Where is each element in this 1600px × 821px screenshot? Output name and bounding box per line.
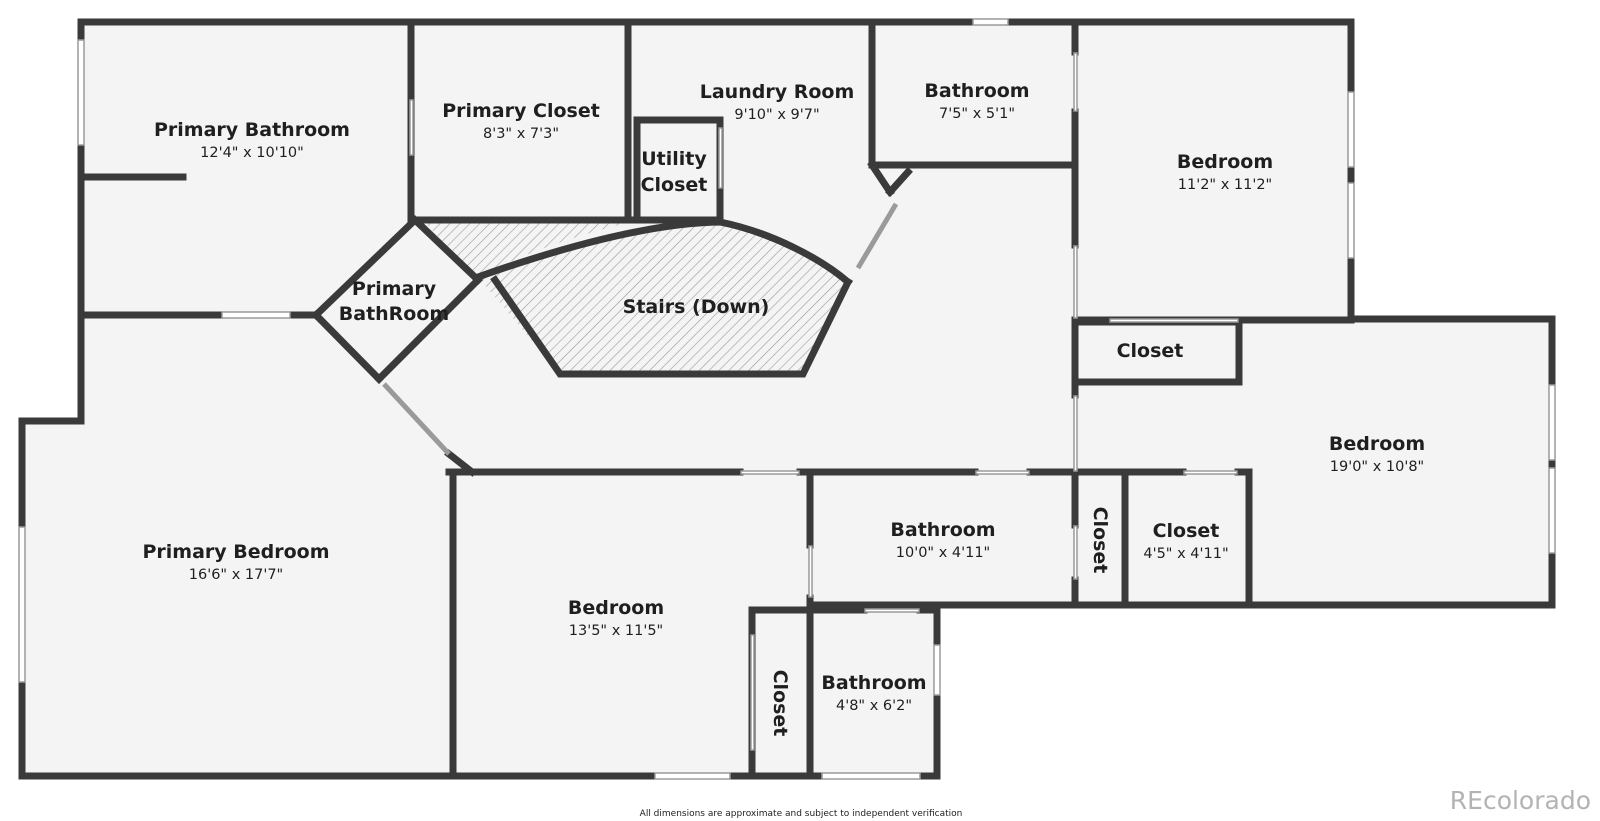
- closet-small-name: Closet: [1153, 520, 1220, 542]
- floor-area: [22, 22, 1552, 776]
- primary-bathroom-name: Primary Bathroom: [154, 119, 350, 141]
- primary-closet-dims: 8'3" x 7'3": [483, 126, 559, 142]
- closet-vertical-bottom-name: Closet: [769, 670, 791, 737]
- bathroom-top-name: Bathroom: [924, 80, 1029, 102]
- laundry-room-dims: 9'10" x 9'7": [734, 107, 819, 123]
- bathroom-middle-dims: 10'0" x 4'11": [896, 545, 990, 561]
- bedroom-bottom-dims: 13'5" x 11'5": [569, 623, 663, 639]
- bathroom-top-dims: 7'5" x 5'1": [939, 106, 1015, 122]
- bedroom-top-right-name: Bedroom: [1177, 151, 1273, 173]
- primary-bathroom-small-name-1: Primary: [352, 278, 437, 300]
- closet-right-name: Closet: [1117, 340, 1184, 362]
- laundry-room-name: Laundry Room: [700, 81, 855, 103]
- watermark-logo: REcolorado: [1450, 786, 1591, 815]
- openings: [18, 18, 1556, 780]
- disclaimer-text: All dimensions are approximate and subje…: [640, 809, 963, 819]
- primary-bedroom-dims: 16'6" x 17'7": [189, 567, 283, 583]
- stairs-name: Stairs (Down): [623, 296, 770, 318]
- primary-bathroom-small-name-2: BathRoom: [339, 303, 449, 325]
- primary-bathroom-dims: 12'4" x 10'10": [200, 145, 304, 161]
- bathroom-bottom-name: Bathroom: [821, 672, 926, 694]
- closet-vertical-right-name: Closet: [1089, 507, 1111, 574]
- bathroom-bottom-dims: 4'8" x 6'2": [836, 698, 912, 714]
- primary-bedroom-name: Primary Bedroom: [142, 541, 329, 563]
- labels: Primary Bathroom 12'4" x 10'10" Primary …: [142, 80, 1425, 819]
- angled-openings: [382, 202, 899, 456]
- utility-closet-name-2: Closet: [641, 174, 708, 196]
- bedroom-top-right-dims: 11'2" x 11'2": [1178, 177, 1272, 193]
- stairs-hatch: [478, 223, 848, 374]
- bathroom-middle-name: Bathroom: [890, 519, 995, 541]
- bedroom-bottom-name: Bedroom: [568, 597, 664, 619]
- landing-hatch: [424, 222, 630, 277]
- bedroom-right-dims: 19'0" x 10'8": [1330, 459, 1424, 475]
- utility-closet-name-1: Utility: [641, 148, 707, 170]
- primary-closet-name: Primary Closet: [442, 100, 600, 122]
- bedroom-right-name: Bedroom: [1329, 433, 1425, 455]
- closet-small-dims: 4'5" x 4'11": [1143, 546, 1228, 562]
